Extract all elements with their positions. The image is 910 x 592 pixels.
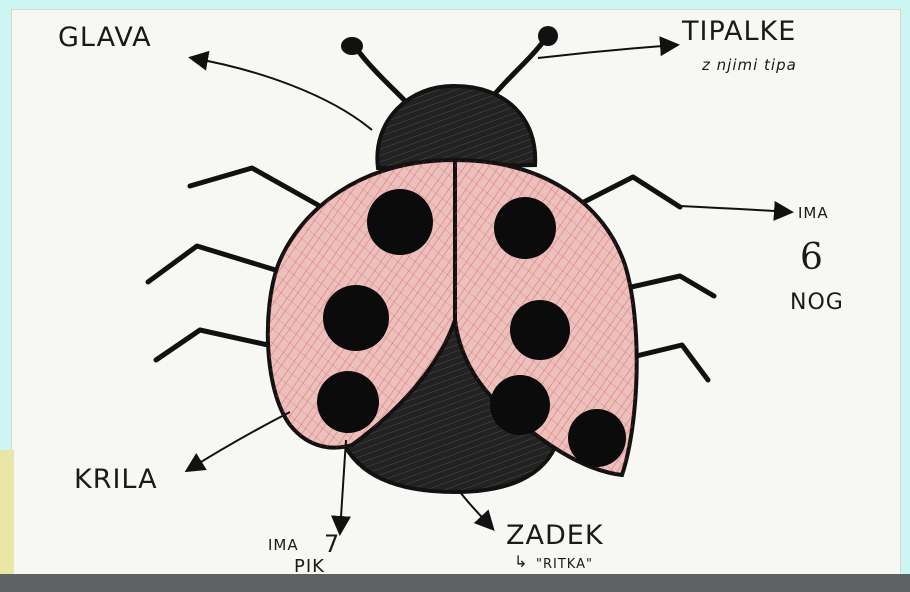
- label-nog: NOG: [790, 292, 844, 314]
- leg-left-3: [156, 330, 268, 360]
- label-zadek: ZADEK: [506, 522, 604, 549]
- arrow-tipalke: [538, 45, 676, 58]
- label-ima-legs: IMA: [798, 206, 829, 221]
- spot: [568, 409, 626, 467]
- leg-right-1: [578, 177, 680, 207]
- spot: [510, 300, 570, 360]
- leg-left-2: [148, 246, 282, 282]
- label-tipalke: TIPALKE: [682, 18, 796, 45]
- arrow-spots: [340, 440, 346, 532]
- label-legs-count: 6: [800, 240, 824, 276]
- label-zadek-arrow-glyph: ↳: [514, 554, 528, 570]
- spot: [317, 371, 379, 433]
- label-ima-spots: IMA: [268, 538, 299, 553]
- bottom-shadow-strip: [0, 574, 910, 592]
- label-spots-count: 7: [324, 532, 340, 556]
- arrow-krila: [188, 412, 290, 470]
- spot: [367, 189, 433, 255]
- label-zadek-note: "RITKA": [536, 558, 593, 571]
- label-krila: KRILA: [74, 466, 158, 493]
- arrow-legs: [680, 206, 790, 212]
- spot: [494, 197, 556, 259]
- spot: [323, 285, 389, 351]
- arrow-zadek: [460, 492, 492, 528]
- leg-left-1: [190, 168, 318, 205]
- label-tipalke-note: z njimi tipa: [702, 58, 797, 73]
- label-glava: GLAVA: [58, 24, 152, 51]
- antenna-tip-right: [538, 26, 558, 46]
- spot: [490, 375, 550, 435]
- arrow-glava: [192, 58, 372, 130]
- antenna-tip-left: [341, 37, 363, 55]
- leg-right-3: [628, 345, 708, 380]
